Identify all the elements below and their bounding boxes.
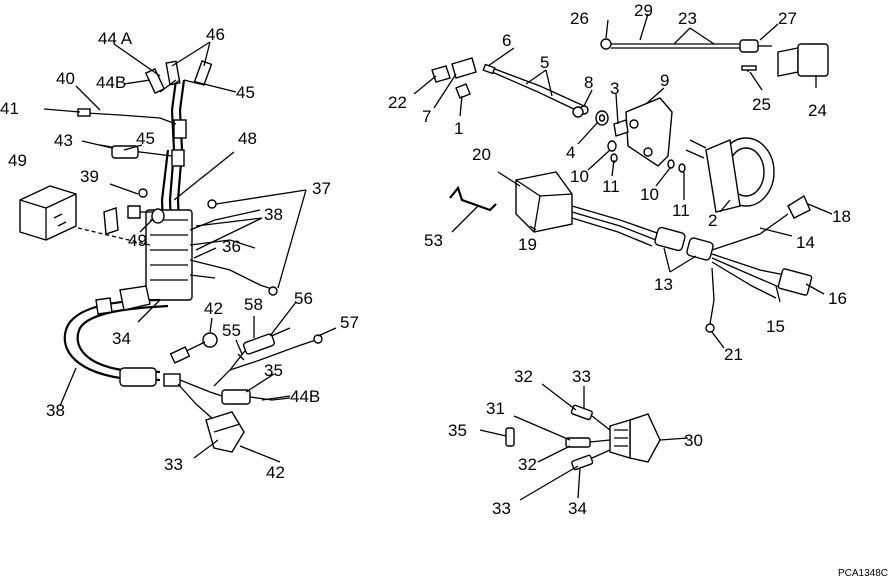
callout-29: 30 xyxy=(684,431,703,450)
callout-16: 16 xyxy=(828,289,847,308)
callout-7: 7 xyxy=(422,107,431,126)
callout-38: 36 xyxy=(222,237,241,256)
callout-10b: 10 xyxy=(640,185,659,204)
diagram-code: PCA1348C xyxy=(838,568,888,578)
callout-17: 19 xyxy=(518,235,537,254)
callout-47: 44B xyxy=(96,73,126,92)
callout-32-top: 32 xyxy=(514,367,533,386)
callout-40: 38 xyxy=(264,205,283,224)
callout-5: 5 xyxy=(540,53,549,72)
callout-36: 34 xyxy=(112,329,131,348)
callout-43: 39 xyxy=(80,167,99,186)
clip-54 xyxy=(449,185,497,212)
callout-33-top: 33 xyxy=(572,367,591,386)
callout-46: 44 A xyxy=(98,29,133,48)
hose-drawing xyxy=(600,38,829,77)
callout-27: 29 xyxy=(634,1,653,20)
connector-29-34-drawing xyxy=(505,404,661,471)
callout-18: 18 xyxy=(832,207,851,226)
callout-45-top: 46 xyxy=(206,25,225,44)
callout-32: 33 xyxy=(492,499,511,518)
callout-11: 11 xyxy=(602,177,620,196)
callout-41: 38 xyxy=(46,401,65,420)
callout-10: 10 xyxy=(570,167,589,186)
callout-48: 44B xyxy=(290,387,320,406)
callout-13: 13 xyxy=(654,275,673,294)
callout-30: 31 xyxy=(486,399,505,418)
callout-44: 40 xyxy=(56,69,75,88)
callout-14: 14 xyxy=(796,233,815,252)
callout-11b: 11 xyxy=(672,201,690,220)
callout-8: 8 xyxy=(584,73,593,92)
callout-1: 1 xyxy=(454,119,463,138)
callout-2: 2 xyxy=(708,211,717,230)
callout-22: 23 xyxy=(678,9,697,28)
callout-55: 55 xyxy=(222,321,241,340)
callout-56: 56 xyxy=(294,289,313,308)
callout-3: 3 xyxy=(610,79,619,98)
callout-15: 15 xyxy=(766,317,785,336)
callout-37: 35 xyxy=(264,361,283,380)
callout-4: 4 xyxy=(566,143,575,162)
callout-53: 49 xyxy=(8,151,27,170)
callout-9: 9 xyxy=(660,71,669,90)
callout-58: 58 xyxy=(244,295,263,314)
callout-6: 6 xyxy=(502,31,511,50)
callout-25: 26 xyxy=(570,9,589,28)
callout-19: 20 xyxy=(472,145,491,164)
callout-39: 37 xyxy=(312,179,331,198)
gauge-drawing xyxy=(431,57,775,213)
relay-53 xyxy=(19,185,77,241)
callout-51: 49 xyxy=(128,231,147,250)
callout-34: 35 xyxy=(448,421,467,440)
callout-49: 45 xyxy=(136,129,155,148)
callout-42: 42 xyxy=(204,299,223,318)
callout-49-top: 45 xyxy=(236,83,255,102)
callout-20: 21 xyxy=(724,345,743,364)
callout-44a: 41 xyxy=(0,99,19,118)
callout-54: 53 xyxy=(424,231,443,250)
callout-24: 25 xyxy=(752,95,771,114)
callout-23: 24 xyxy=(808,101,827,120)
callout-45: 43 xyxy=(54,131,73,150)
leader-lines xyxy=(43,13,833,501)
callout-44b: 42 xyxy=(266,463,285,482)
harness-13-17-drawing xyxy=(515,171,813,333)
callout-50: 48 xyxy=(238,129,257,148)
callout-21: 22 xyxy=(388,93,407,112)
callout-31: 32 xyxy=(518,455,537,474)
callout-33: 34 xyxy=(568,499,587,518)
callout-57: 57 xyxy=(340,313,359,332)
callout-35: 33 xyxy=(164,455,183,474)
callout-26: 27 xyxy=(778,9,797,28)
